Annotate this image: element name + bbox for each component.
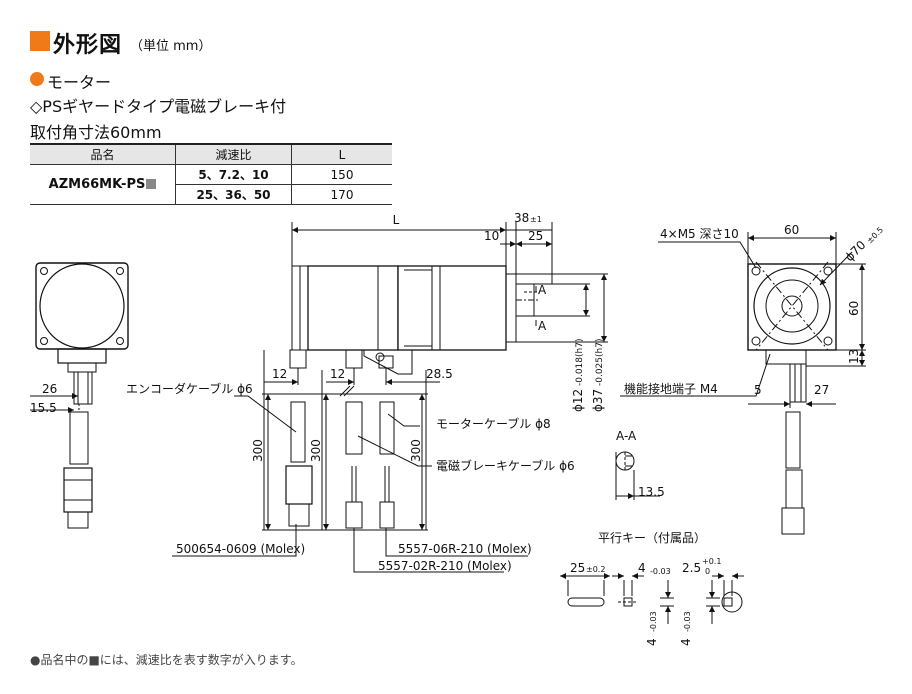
col-name: 品名 bbox=[30, 143, 176, 165]
dim-38: 38 bbox=[514, 211, 529, 225]
dim-phi70-tol: ±0.5 bbox=[865, 225, 885, 245]
dim-12b: 12 bbox=[330, 367, 345, 381]
ground-terminal-label: 機能接地端子 M4 bbox=[624, 381, 718, 396]
placeholder-square-icon bbox=[146, 179, 157, 189]
bullet-icon bbox=[30, 72, 44, 86]
dim-300c: 300 bbox=[409, 439, 423, 462]
key-4-vertical-a-tol: -0.03 bbox=[649, 611, 658, 632]
dim-phi12-tol: -0.018(h7) bbox=[575, 339, 585, 386]
key-4-tol: -0.03 bbox=[650, 567, 671, 576]
rear-view bbox=[30, 262, 129, 529]
motor-cable-label: モーターケーブル ϕ8 bbox=[436, 416, 551, 431]
brake-cable-label: 電磁ブレーキケーブル ϕ6 bbox=[436, 458, 575, 473]
key-4-vertical-a: 4 bbox=[645, 638, 659, 646]
encoder-cable-label: エンコーダケーブル ϕ6 bbox=[126, 381, 253, 396]
front-view bbox=[620, 232, 866, 535]
connector-encoder: 500654-0609 (Molex) bbox=[176, 542, 305, 556]
side-view bbox=[172, 222, 608, 573]
col-L: L bbox=[291, 143, 392, 165]
title-marker bbox=[30, 31, 50, 51]
footnote: ●品名中の■には、減速比を表す数字が入ります。 bbox=[30, 653, 303, 667]
section-mark-bottom: A bbox=[538, 319, 547, 333]
motor-label: モーター bbox=[47, 73, 112, 92]
key-label: 平行キー（付属品） bbox=[598, 531, 706, 545]
section-aa-label: A-A bbox=[616, 429, 637, 443]
dim-5: 5 bbox=[754, 383, 762, 397]
dim-13-5: 13.5 bbox=[638, 485, 665, 499]
key-4: 4 bbox=[638, 561, 646, 575]
mount-label: 取付角寸法60mm bbox=[30, 123, 162, 142]
dim-13: 13 bbox=[847, 349, 861, 364]
dim-60-side: 60 bbox=[847, 301, 861, 316]
holes-label: 4×M5 深さ10 bbox=[660, 227, 739, 241]
L-cell: 170 bbox=[291, 184, 392, 205]
section-mark-top: A bbox=[538, 283, 547, 297]
type-label: ◇PSギヤードタイプ電磁ブレーキ付 bbox=[30, 97, 287, 116]
dim-25: 25 bbox=[528, 229, 543, 243]
dim-10: 10 bbox=[484, 229, 499, 243]
table-row: AZM66MK-PS 5、7.2、10 150 bbox=[30, 164, 392, 205]
dim-15-5: 15.5 bbox=[30, 401, 57, 415]
table-header-row: 品名 減速比 L bbox=[30, 143, 392, 165]
dim-27: 27 bbox=[814, 383, 829, 397]
key-2-5-tol: +0.1 bbox=[702, 557, 721, 566]
ratio-cell: 5、7.2、10 bbox=[175, 164, 292, 185]
dim-38-tol: ±1 bbox=[530, 215, 542, 224]
dim-26: 26 bbox=[42, 382, 57, 396]
unit-label: （単位 mm） bbox=[130, 39, 212, 54]
page-title: 外形図 bbox=[53, 33, 123, 58]
section-a-a bbox=[615, 451, 660, 500]
key-2-5-zero: 0 bbox=[705, 567, 710, 576]
product-name: AZM66MK-PS bbox=[48, 177, 146, 192]
dim-300b: 300 bbox=[309, 439, 323, 462]
dim-L: L bbox=[393, 213, 400, 227]
parallel-key bbox=[560, 573, 744, 624]
ratio-cell: 25、36、50 bbox=[175, 184, 292, 205]
key-4-vertical-b: 4 bbox=[679, 638, 693, 646]
connector-brake: 5557-02R-210 (Molex) bbox=[378, 559, 512, 573]
dim-phi37: ϕ37 bbox=[591, 389, 605, 412]
dim-phi12: ϕ12 bbox=[571, 389, 585, 412]
key-2-5: 2.5 bbox=[682, 561, 701, 575]
col-ratio: 減速比 bbox=[175, 143, 292, 165]
dim-phi37-tol: -0.025(h7) bbox=[595, 339, 605, 386]
dim-phi70: ϕ70 bbox=[842, 238, 868, 264]
dim-28-5: 28.5 bbox=[426, 367, 453, 381]
dim-12a: 12 bbox=[272, 367, 287, 381]
key-25-tol: ±0.2 bbox=[586, 565, 605, 574]
connector-motor: 5557-06R-210 (Molex) bbox=[398, 542, 532, 556]
key-4-vertical-b-tol: -0.03 bbox=[683, 611, 692, 632]
table-row: 25、36、50 170 bbox=[30, 184, 392, 205]
product-cell: AZM66MK-PS bbox=[30, 164, 176, 205]
spec-table: 品名 減速比 L AZM66MK-PS 5、7.2、10 150 25、36、5… bbox=[30, 143, 392, 205]
key-25: 25 bbox=[570, 561, 585, 575]
dim-60-top: 60 bbox=[784, 223, 799, 237]
dim-300a: 300 bbox=[251, 439, 265, 462]
